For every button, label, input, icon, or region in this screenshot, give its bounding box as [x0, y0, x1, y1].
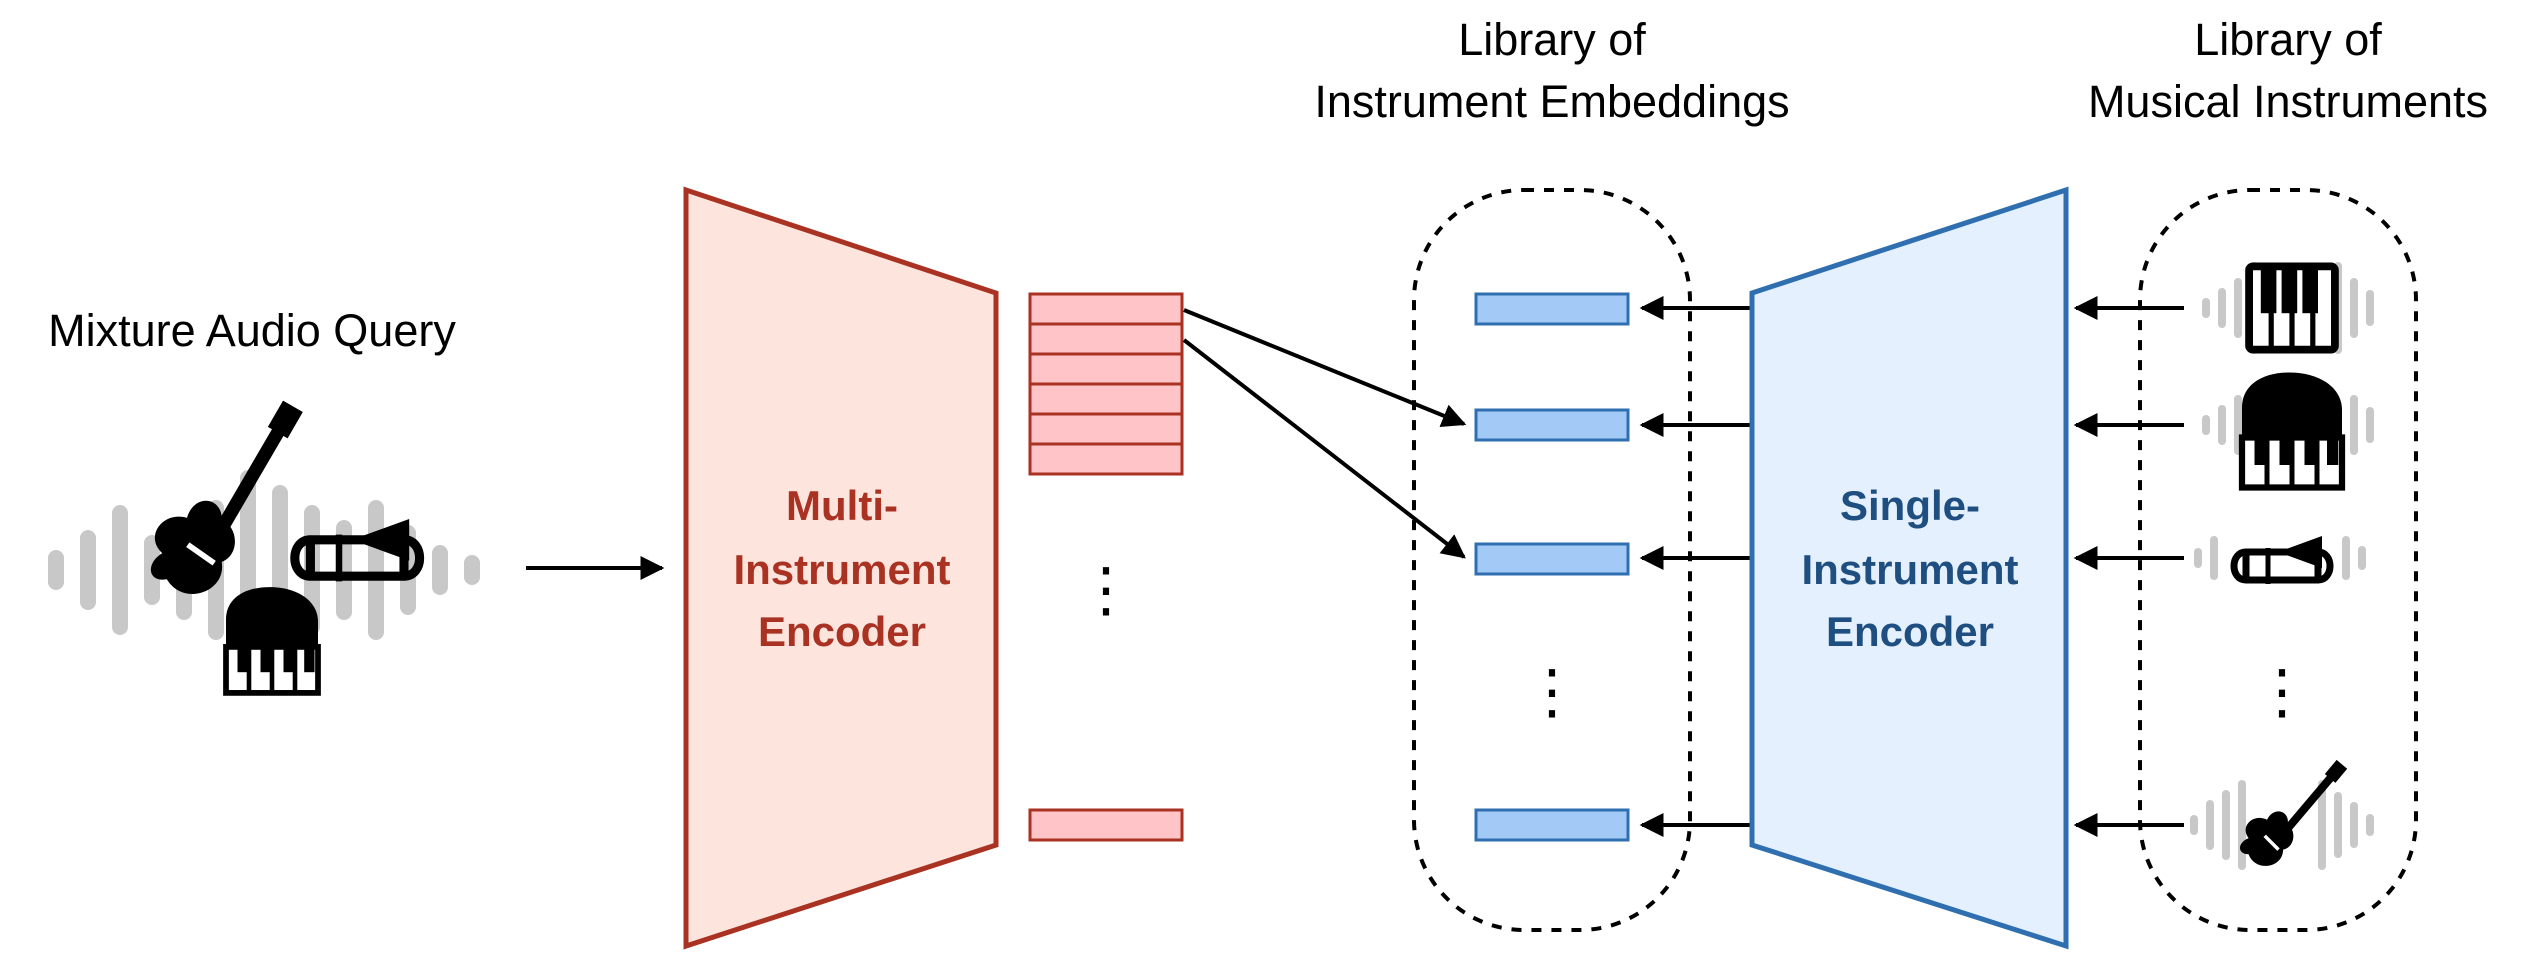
embedding-library-ellipsis: ⋮: [1522, 658, 1582, 725]
arrow-embedding-to-library-2: [1183, 308, 1467, 427]
instrument-library-title-line1: Library of: [2194, 14, 2382, 65]
single-encoder-label-line3: Encoder: [1826, 608, 1994, 655]
multi-embedding-2: [1028, 322, 1184, 356]
single-encoder-label-line1: Single-: [1840, 482, 1980, 529]
single-embedding-1: [1474, 292, 1630, 326]
multi-embedding-ellipsis: ⋮: [1076, 556, 1136, 623]
multi-embedding-1: [1028, 292, 1184, 326]
embedding-library-title-line2: Instrument Embeddings: [1314, 76, 1789, 127]
multi-embedding-6: [1028, 442, 1184, 476]
multi-encoder-label-line1: Multi-: [786, 482, 898, 529]
instrument-library-group: [2138, 188, 2418, 932]
arrow-embedding-to-library-3: [1182, 338, 1466, 559]
multi-embedding-5: [1028, 412, 1184, 446]
multi-embedding-stack: [1028, 292, 1184, 476]
multi-embedding-3: [1028, 352, 1184, 386]
multi-instrument-encoder: [683, 186, 999, 950]
multi-encoder-label-line2: Instrument: [733, 546, 950, 593]
electric-guitar-icon: [2240, 760, 2347, 866]
multi-embedding-last: [1028, 808, 1184, 842]
single-embeddings: [1474, 292, 1630, 842]
grand-piano-icon: [226, 587, 318, 693]
embedding-library-title-line1: Library of: [1458, 14, 1646, 65]
single-embedding-2: [1474, 408, 1630, 442]
instrument-to-encoder-arrows: [2073, 296, 2184, 837]
multi-embedding-4: [1028, 382, 1184, 416]
encoder-to-embedding-arrows: [1639, 296, 1752, 837]
single-embedding-3: [1474, 542, 1630, 576]
single-embedding-4: [1474, 808, 1630, 842]
single-encoder-label-line2: Instrument: [1801, 546, 2018, 593]
single-instrument-encoder: [1749, 186, 2069, 950]
keyboard-icon: [2249, 266, 2335, 349]
instrument-library-title-line2: Musical Instruments: [2088, 76, 2488, 127]
trombone-icon: [2234, 536, 2330, 584]
grand-piano-icon: [2242, 373, 2342, 488]
mixture-title: Mixture Audio Query: [48, 305, 456, 356]
instrument-library-ellipsis: ⋮: [2252, 658, 2312, 725]
multi-encoder-label-line3: Encoder: [758, 608, 926, 655]
